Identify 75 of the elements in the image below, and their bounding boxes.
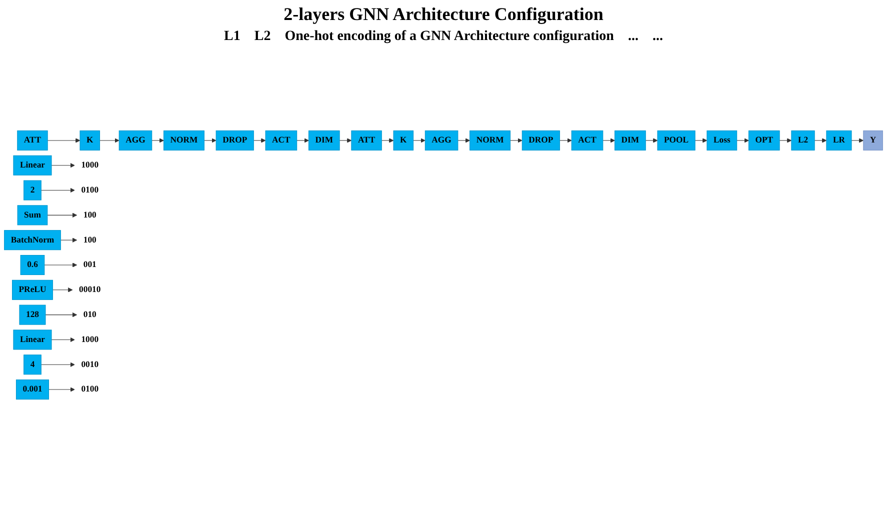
arrow (45, 312, 78, 318)
node-box: 2 (24, 180, 42, 200)
arrow (413, 138, 426, 143)
node-box: Sum (17, 205, 48, 226)
node-box: NORM (163, 130, 204, 150)
arrow (602, 138, 616, 143)
arrow (47, 138, 80, 143)
arrow (44, 262, 78, 268)
node-box: LR (826, 130, 852, 150)
arrow (559, 138, 572, 143)
node-text: 001 (83, 260, 96, 270)
node-text: 0010 (81, 360, 99, 369)
node-box: DIM (308, 130, 340, 150)
note-label: ... (652, 29, 663, 45)
node-box: K (80, 130, 100, 150)
node-box: AGG (118, 130, 152, 150)
node-box: POOL (657, 130, 696, 150)
node-text: 100 (83, 210, 96, 220)
node-text: 1000 (81, 334, 99, 344)
arrow (40, 188, 75, 193)
node-box: BatchNorm (4, 230, 61, 250)
arrow (51, 337, 75, 342)
node-box: DROP (522, 130, 560, 150)
arrow (510, 138, 522, 143)
node-box: 128 (19, 304, 46, 325)
note-label: L2 (254, 29, 271, 45)
node-box: 0.001 (16, 380, 49, 400)
node-box: 0.6 (20, 254, 45, 276)
node-box: K (393, 130, 414, 150)
arrow (694, 138, 708, 143)
node-box: Linear (13, 330, 52, 350)
arrow (253, 138, 266, 143)
diagram-title: 2-layers GNN Architecture Configuration (282, 4, 604, 25)
node-box: PReLU (12, 280, 53, 300)
arrow (152, 138, 164, 143)
arrow (99, 138, 120, 143)
arrow (296, 138, 309, 143)
node-box: DROP (216, 130, 254, 150)
node-text: 1000 (81, 160, 99, 170)
note-label: ... (628, 29, 638, 45)
arrow (458, 138, 470, 143)
node-text: 00010 (79, 285, 101, 294)
node-box: OPT (748, 130, 780, 150)
node-text: 0100 (81, 384, 99, 394)
node-box: Linear (13, 155, 52, 176)
node-box: ACT (571, 130, 604, 150)
node-box: ATT (17, 130, 48, 150)
node-box: 4 (24, 354, 42, 375)
arrow (51, 163, 75, 168)
arrow (381, 138, 394, 143)
arrow (339, 138, 352, 143)
node-text: 010 (83, 310, 96, 320)
arrow (52, 288, 73, 292)
arrow (40, 362, 75, 367)
node-box: AGG (424, 130, 458, 150)
arrow (60, 238, 78, 242)
node-text: 0100 (81, 185, 99, 195)
node-box: Y (863, 130, 883, 150)
node-box: ATT (351, 130, 382, 150)
arrow (779, 138, 792, 143)
node-box: Loss (706, 130, 738, 150)
arrow (645, 138, 658, 143)
note-label: One-hot encoding of a GNN Architecture configuration (284, 29, 614, 45)
arrow (48, 387, 75, 392)
node-box: ACT (265, 130, 298, 150)
arrow (814, 138, 827, 143)
note-label: L1 (224, 29, 240, 45)
node-box: NORM (470, 130, 511, 150)
node-box: DIM (614, 130, 646, 150)
node-box: L2 (791, 130, 815, 150)
node-text: 100 (83, 235, 96, 244)
arrow (851, 138, 864, 143)
arrow (47, 212, 78, 218)
arrow (204, 138, 216, 143)
arrow (736, 138, 749, 143)
